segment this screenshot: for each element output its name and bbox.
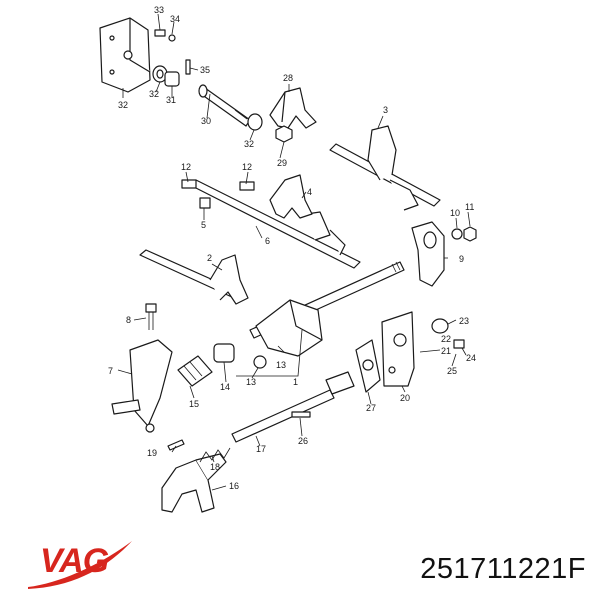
washer-36 xyxy=(168,34,176,42)
callout-36: 34 xyxy=(170,14,180,24)
pin-37 xyxy=(185,59,191,75)
callout-35: 33 xyxy=(154,5,164,15)
gasket-28 xyxy=(355,339,381,393)
callout-33: 32 xyxy=(149,89,159,99)
bracket-21 xyxy=(381,311,415,387)
callout-12-left: 12 xyxy=(181,162,191,172)
fork-29 xyxy=(269,87,317,129)
fork-17 xyxy=(161,453,227,513)
callout-17: 16 xyxy=(229,481,239,491)
bolt-8 xyxy=(145,303,157,330)
callout-32-top: 31 xyxy=(166,95,176,105)
callout-27: 26 xyxy=(298,436,308,446)
callout-26: 25 xyxy=(447,366,457,376)
pin-20 xyxy=(167,439,185,451)
bolt-12-left xyxy=(181,179,197,189)
callout-labels: 33 34 35 32 31 32 30 28 32 29 3 4 12 12 … xyxy=(108,5,476,491)
callout-32: 32 xyxy=(244,139,254,149)
callout-11: 11 xyxy=(465,202,474,212)
callout-16: 15 xyxy=(189,399,199,409)
callout-24: 23 xyxy=(459,316,469,326)
part-number: 251711221F xyxy=(420,553,586,585)
callout-7: 7 xyxy=(108,366,113,376)
callout-22: 21 xyxy=(441,346,451,356)
callout-8: 8 xyxy=(126,315,131,325)
callout-2: 2 xyxy=(207,253,212,263)
bushing-15 xyxy=(213,343,235,363)
rail-3 xyxy=(329,125,441,211)
cover-9 xyxy=(411,221,445,287)
shaft-31 xyxy=(198,84,251,127)
callout-3: 3 xyxy=(383,105,388,115)
callout-10: 10 xyxy=(450,208,460,218)
ring-24 xyxy=(431,318,449,334)
bolt-25 xyxy=(453,339,465,349)
bracket-34 xyxy=(99,17,151,93)
bolt-35 xyxy=(154,29,166,37)
callout-13: 13 xyxy=(276,360,286,370)
fork-4 xyxy=(269,174,313,219)
callout-29: 28 xyxy=(283,73,293,83)
nut-11 xyxy=(463,226,477,242)
callout-30: 29 xyxy=(277,158,287,168)
callout-14: 13 xyxy=(246,377,256,387)
callout-4: 4 xyxy=(307,187,312,197)
leader-lines xyxy=(117,13,471,491)
bolt-5 xyxy=(199,197,211,209)
callout-25: 24 xyxy=(466,353,476,363)
spring-16 xyxy=(177,355,213,387)
callout-15: 14 xyxy=(220,382,230,392)
callout-31: 30 xyxy=(201,116,211,126)
clip-14 xyxy=(253,355,267,369)
callout-9: 9 xyxy=(459,254,464,264)
callout-5: 5 xyxy=(201,220,206,230)
bushing-32-top xyxy=(164,71,180,87)
bushing-32 xyxy=(247,113,263,131)
callout-34: 32 xyxy=(118,100,128,110)
callout-12-right: 12 xyxy=(242,162,252,172)
brand-logo-text: VAG xyxy=(40,542,109,580)
callout-37: 35 xyxy=(200,65,210,75)
selector-13 xyxy=(255,299,323,357)
callout-20: 19 xyxy=(147,448,157,458)
callout-21: 20 xyxy=(400,393,410,403)
callout-6: 6 xyxy=(265,236,270,246)
rod-18 xyxy=(231,371,355,443)
callout-19: 18 xyxy=(210,462,220,472)
washer-10 xyxy=(451,228,463,240)
callout-1: 1 xyxy=(293,377,298,387)
callout-23: 22 xyxy=(441,334,451,344)
rail-2 xyxy=(139,249,249,305)
callout-18: 17 xyxy=(256,444,266,454)
spring-19 xyxy=(199,447,231,463)
pin-27 xyxy=(291,411,311,418)
bolt-12-right xyxy=(239,181,255,191)
lever-7 xyxy=(111,339,173,433)
callout-28: 27 xyxy=(366,403,376,413)
nut-30 xyxy=(275,125,293,143)
